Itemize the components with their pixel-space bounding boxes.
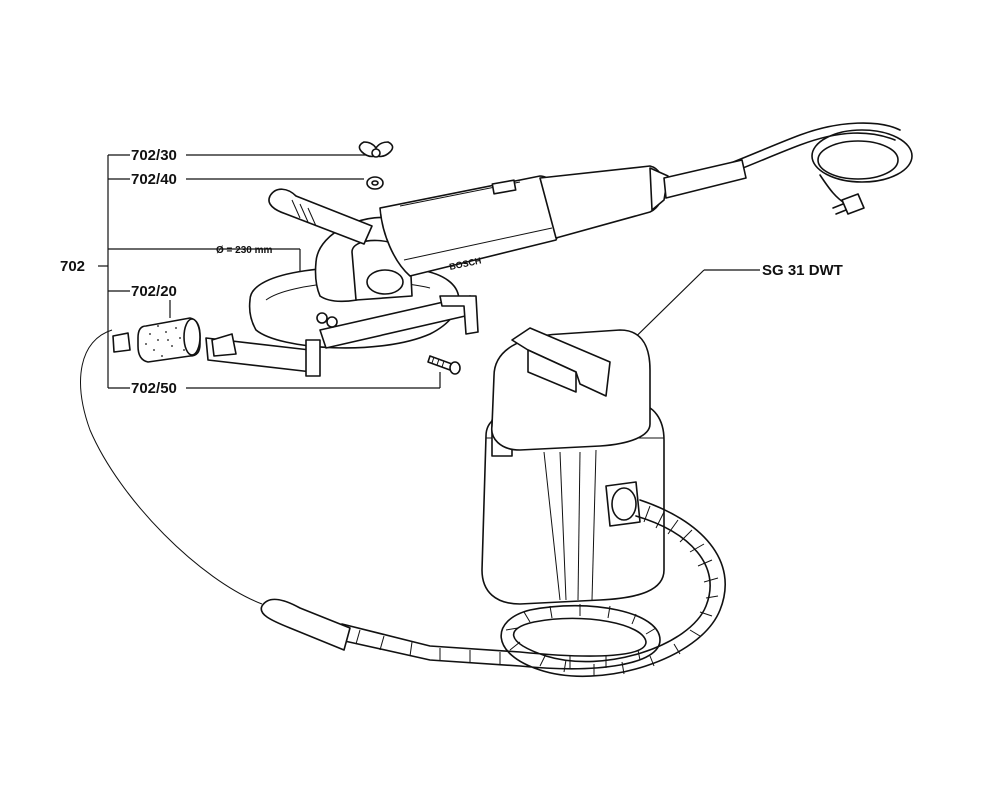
screw-icon <box>427 355 461 375</box>
label-702: 702 <box>60 258 85 275</box>
washer-icon <box>366 176 384 190</box>
connection-line <box>80 329 263 605</box>
label-702-30: 702/30 <box>131 147 177 164</box>
suction-hose-icon <box>260 499 726 678</box>
label-702-40: 702/40 <box>131 171 177 188</box>
label-sg31dwt: SG 31 DWT <box>762 262 843 279</box>
label-702-50: 702/50 <box>131 380 177 397</box>
sleeve-icon <box>112 332 131 353</box>
angle-grinder-icon: BOSCH <box>205 159 747 377</box>
label-702-20: 702/20 <box>131 283 177 300</box>
filter-cartridge-icon <box>137 317 201 363</box>
label-diameter: Ø = 230 mm <box>216 245 273 256</box>
power-cord-icon <box>661 122 913 215</box>
wing-nut-icon <box>358 141 394 158</box>
vacuum-unit-icon <box>481 327 665 605</box>
